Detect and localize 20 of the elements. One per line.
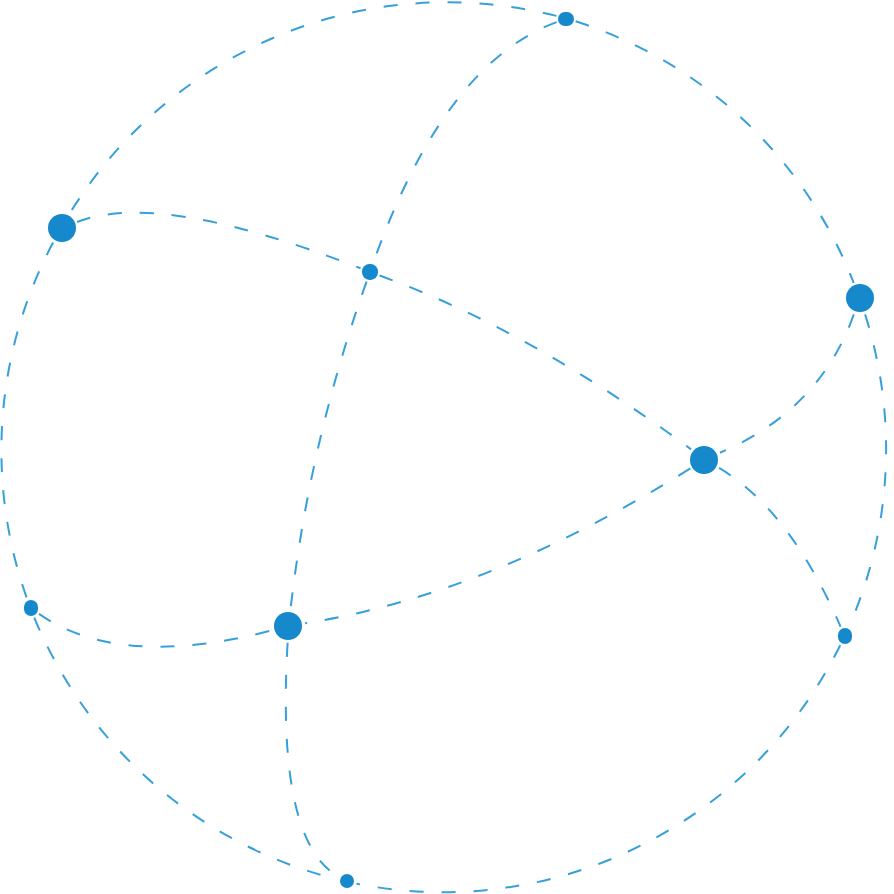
dashed-connector [38, 612, 274, 648]
dashed-connector [355, 644, 842, 893]
node-dot [274, 612, 303, 640]
dashed-connector [718, 466, 842, 628]
node-dot [837, 628, 852, 644]
dashed-connector [378, 274, 693, 451]
dashed-connector [76, 211, 362, 270]
node-dot [47, 214, 76, 242]
dashed-connector [719, 313, 855, 454]
dashed-connector [304, 467, 692, 625]
dashed-connector [574, 20, 855, 284]
node-dot [845, 284, 874, 313]
node-dot [339, 874, 354, 889]
node-dot [558, 11, 574, 26]
node-dot [362, 264, 378, 280]
dashed-connector [0, 241, 55, 600]
node-dot [690, 445, 719, 474]
dashed-connector [289, 280, 368, 611]
dashed-connector [68, 1, 558, 215]
node-dot [23, 600, 38, 616]
